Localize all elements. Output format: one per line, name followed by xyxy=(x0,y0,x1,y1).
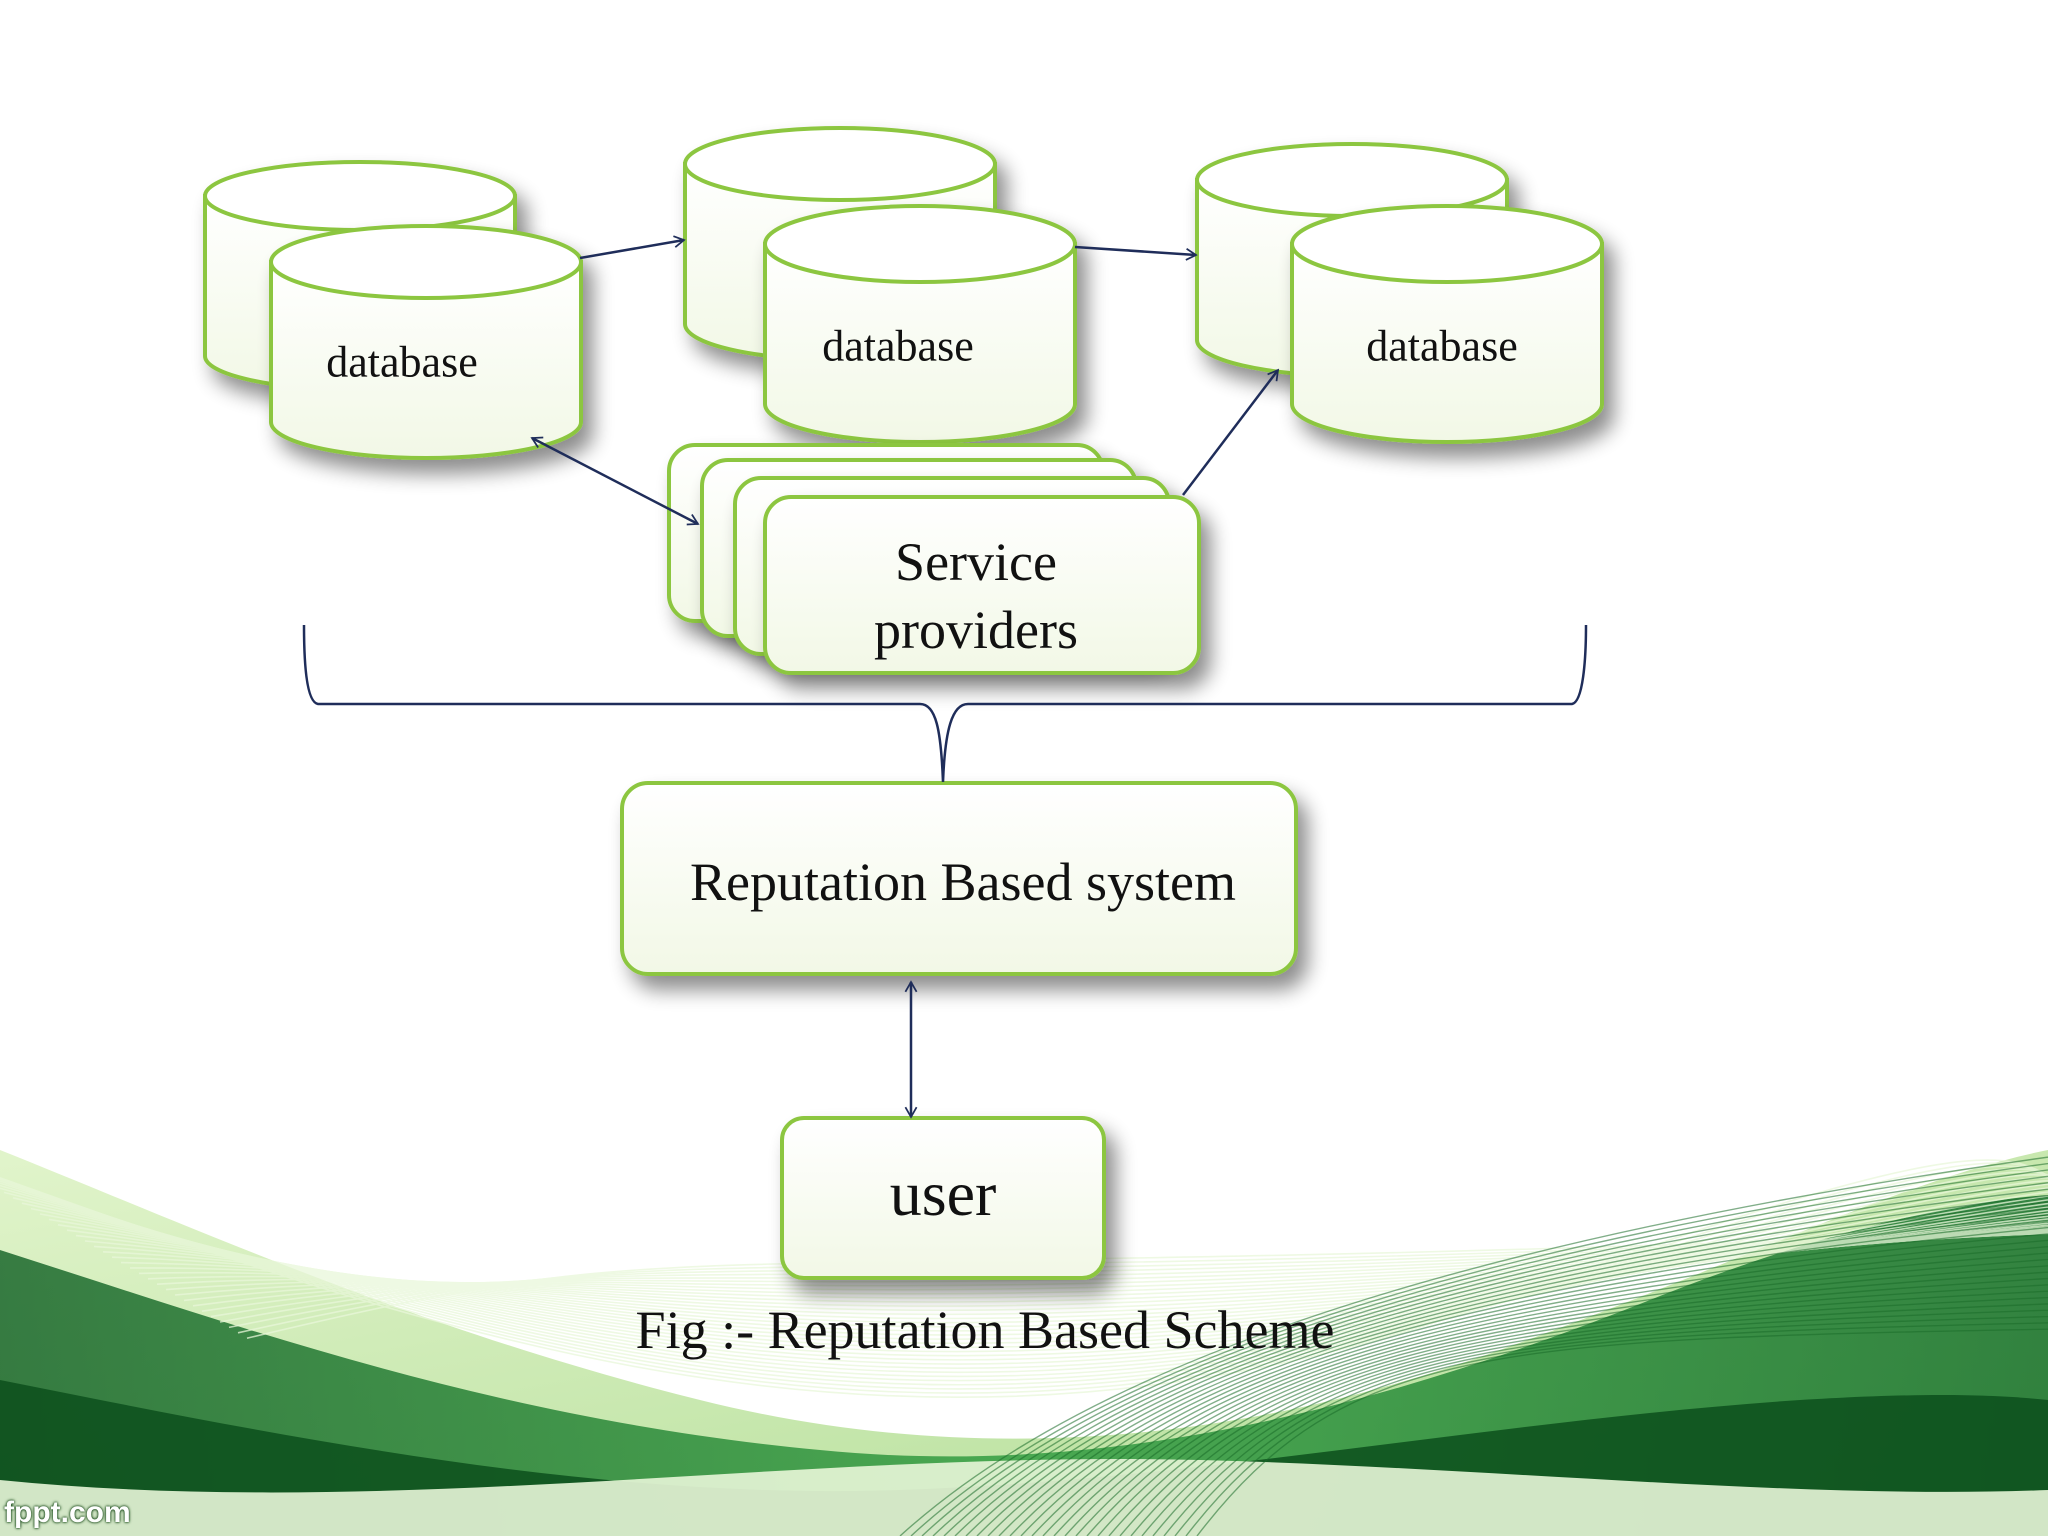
arrow-db1-to-db2 xyxy=(579,235,686,260)
reputation-system-box xyxy=(620,781,1298,976)
user-box xyxy=(780,1116,1106,1280)
database-stack-group xyxy=(203,126,1604,460)
database-label-2: database xyxy=(822,321,974,371)
service-providers-stack xyxy=(667,443,1201,675)
figure-caption: Fig :- Reputation Based Scheme xyxy=(635,1300,1335,1360)
user-label: user xyxy=(889,1158,997,1229)
arrow-service-providers-to-db3 xyxy=(1182,368,1280,496)
database-cylinder-1-front xyxy=(269,224,583,460)
database-label-1: database xyxy=(326,337,478,387)
database-cylinder-3-front xyxy=(1290,204,1604,444)
reputation-system-label: Reputation Based system xyxy=(690,852,1236,912)
arrow-db2-to-db3 xyxy=(1074,245,1198,261)
fppt-logo: fppt.com xyxy=(4,1496,131,1529)
service-providers-label: Service providers xyxy=(874,532,1078,660)
database-label-3: database xyxy=(1366,321,1518,371)
service-provider-card-4 xyxy=(763,495,1201,675)
grouping-brace xyxy=(302,624,1588,783)
arrow-db1-service-providers xyxy=(530,436,700,526)
background-wave-decoration xyxy=(0,1150,2048,1536)
database-cylinder-2-front xyxy=(763,204,1077,444)
